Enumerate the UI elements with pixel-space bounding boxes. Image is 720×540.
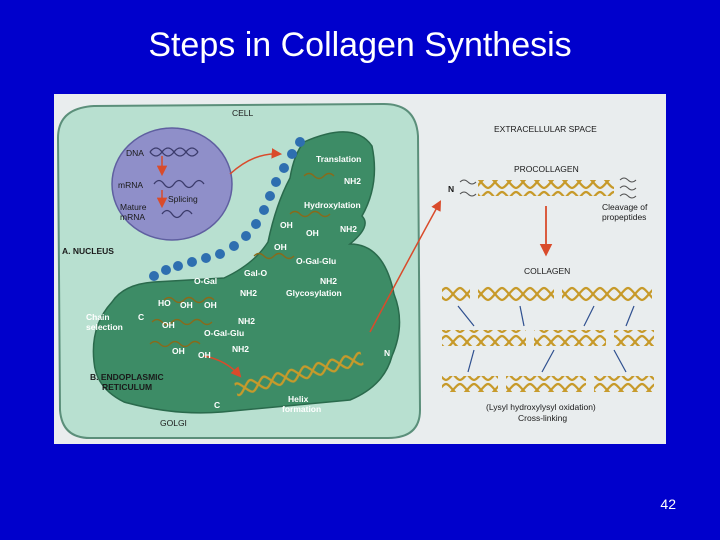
label-mature-1: Mature: [120, 202, 147, 212]
label-nh2-6: NH2: [232, 344, 249, 354]
label-oh-5: OH: [204, 300, 217, 310]
crosslink-lines: [457, 305, 635, 373]
collagen-synthesis-diagram: CELL EXTRACELLULAR SPACE DNA mRNA Splici…: [54, 94, 666, 444]
label-gal-o: Gal-O: [244, 268, 268, 278]
slide-title: Steps in Collagen Synthesis: [148, 26, 572, 64]
polypeptide-chains: [149, 172, 335, 348]
label-glycosylation: Glycosylation: [286, 288, 342, 298]
diagram-svg: CELL EXTRACELLULAR SPACE DNA mRNA Splici…: [56, 102, 654, 439]
label-mature-2: mRNA: [120, 212, 145, 222]
label-golgi: GOLGI: [160, 418, 187, 428]
label-oh-1: OH: [280, 220, 293, 230]
procollagen-propeptide-n: [459, 179, 477, 197]
label-er-2: RETICULUM: [102, 382, 152, 392]
label-cleavage-1: Cleavage of: [602, 202, 648, 212]
er-to-extracellular-arrow: [369, 200, 442, 333]
label-cell: CELL: [232, 108, 254, 118]
procollagen-propeptide-c: [619, 177, 637, 199]
label-procollagen: PROCOLLAGEN: [514, 164, 579, 174]
nucleus-to-er-arrow: [229, 148, 283, 175]
label-cross-linking: Cross-linking: [518, 413, 567, 423]
mrna-strand-icon: [153, 179, 205, 189]
label-chain-1: Chain: [86, 312, 110, 322]
mature-mrna-strand-icon: [161, 209, 193, 219]
label-mrna: mRNA: [118, 180, 143, 190]
label-collagen: COLLAGEN: [524, 266, 570, 276]
label-nh2-4: NH2: [240, 288, 257, 298]
label-cleavage-2: propeptides: [602, 212, 646, 222]
slide-number: 42: [660, 496, 676, 512]
label-oh-4: OH: [180, 300, 193, 310]
label-nh2-1: NH2: [344, 176, 361, 186]
label-oh-7: OH: [172, 346, 185, 356]
label-nh2-5: NH2: [238, 316, 255, 326]
label-oh-2: OH: [306, 228, 319, 238]
label-oh-6: OH: [162, 320, 175, 330]
label-dna: DNA: [126, 148, 144, 158]
label-oh-3: OH: [274, 242, 287, 252]
label-o-gal: O-Gal: [194, 276, 217, 286]
label-oh-8: OH: [198, 350, 211, 360]
label-n-procollagen: N: [448, 184, 454, 194]
procollagen-helix: [478, 180, 614, 196]
label-ho: HO: [158, 298, 171, 308]
label-n-er: N: [384, 348, 390, 358]
label-chain-2: selection: [86, 322, 123, 332]
label-translation: Translation: [316, 154, 361, 164]
label-o-gal-glu-2: O-Gal-Glu: [204, 328, 244, 338]
label-helix-1: Helix: [288, 394, 309, 404]
label-lysyl-oxidation: (Lysyl hydroxylysyl oxidation): [486, 402, 596, 412]
label-hydroxylation: Hydroxylation: [304, 200, 361, 210]
label-splicing: Splicing: [168, 194, 198, 204]
label-c-1: C: [138, 312, 144, 322]
label-o-gal-glu-1: O-Gal-Glu: [296, 256, 336, 266]
chain-to-helix-arrow: [203, 355, 242, 378]
label-nucleus: A. NUCLEUS: [62, 246, 114, 256]
label-nh2-3: NH2: [320, 276, 337, 286]
label-nh2-2: NH2: [340, 224, 357, 234]
er-triple-helix: [233, 350, 365, 398]
label-er-1: B. ENDOPLASMIC: [90, 372, 164, 382]
dna-helix-icon: [149, 147, 199, 157]
label-extracellular-space: EXTRACELLULAR SPACE: [494, 124, 597, 134]
ribosomes: [149, 137, 305, 281]
nucleus: [111, 127, 233, 241]
endoplasmic-reticulum: [92, 131, 401, 414]
label-helix-2: formation: [282, 404, 321, 414]
collagen-fibrils: [442, 286, 654, 392]
label-c-2: C: [214, 400, 220, 410]
